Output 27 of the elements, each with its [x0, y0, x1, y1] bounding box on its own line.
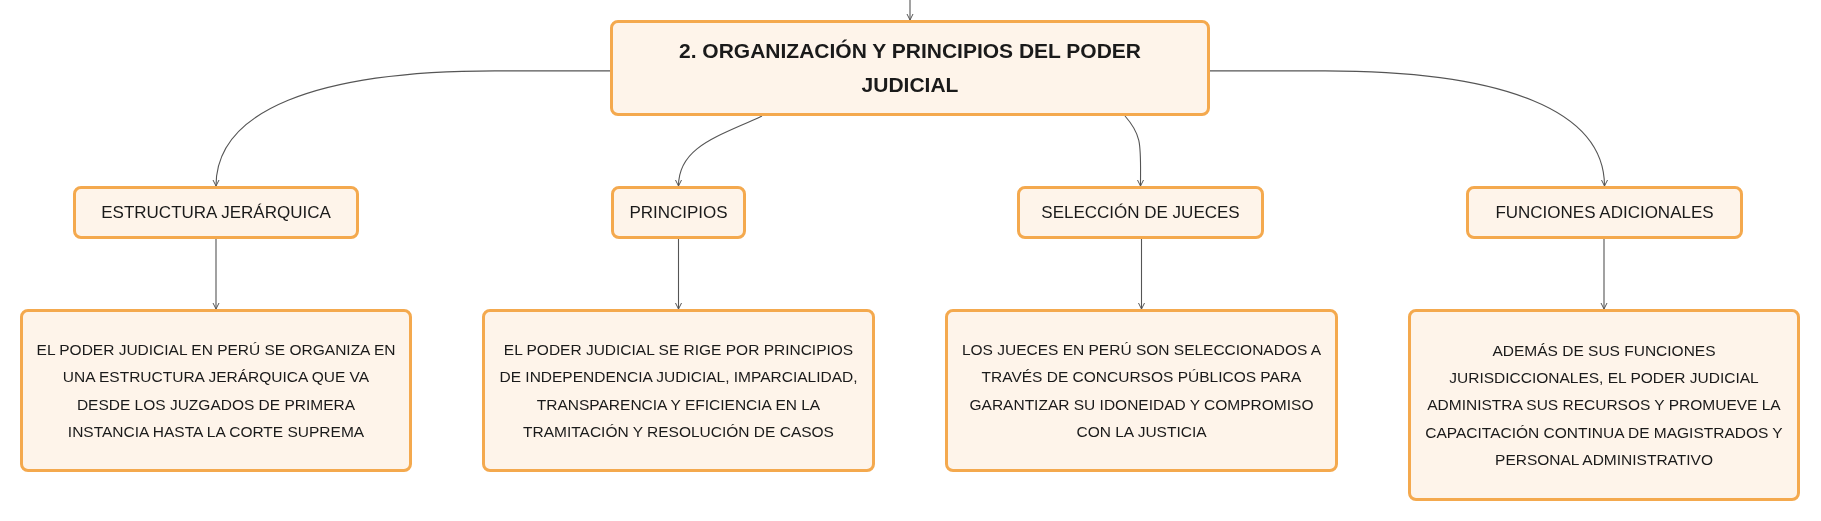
connector-arrow: [1124, 115, 1144, 187]
node-text: ADEMÁS DE SUS FUNCIONES JURISDICCIONALES, EL PODER JUDICIAL ADMINISTRA SUS RECURSOS Y PROMUEVE LA CAPACITACIÓN CONTINUA DE MAGISTRADOS Y PERSONAL ADMINISTRATIVO: [1424, 341, 1784, 470]
node-text: EL PODER JUDICIAL SE RIGE POR PRINCIPIOS DE INDEPENDENCIA JUDICIAL, IMPARCIALIDAD, TRANSPARENCIA Y EFICIENCIA EN LA TRAMITACIÓN Y RESOLUCIÓN DE CASOS: [498, 340, 859, 442]
connector-arrow: [1600, 238, 1608, 310]
node-text: SELECCIÓN DE JUECES: [1041, 201, 1240, 224]
topic-box: [73, 186, 359, 239]
connector-arrow: [675, 115, 763, 187]
description-box: [945, 309, 1338, 472]
node-text: EL PODER JUDICIAL EN PERÚ SE ORGANIZA EN UNA ESTRUCTURA JERÁRQUICA QUE VA DESDE LOS JUZGADOS DE PRIMERA INSTANCIA HASTA LA CORTE SUPREMA: [35, 340, 397, 442]
node-text: ESTRUCTURA JERÁRQUICA: [101, 201, 331, 224]
connector-arrow: [213, 70, 611, 187]
topic-box: [1466, 186, 1743, 239]
connector-arrow: [212, 238, 220, 310]
connector-arrow: [675, 238, 682, 310]
description-box: [1408, 309, 1800, 501]
topic-box: [1017, 186, 1264, 239]
connector-arrow: [906, 0, 914, 21]
topic-box: [611, 186, 746, 239]
description-box: [482, 309, 875, 472]
connector-arrow: [1138, 238, 1145, 310]
node-text: LOS JUECES EN PERÚ SON SELECCIONADOS A TRAVÉS DE CONCURSOS PÚBLICOS PARA GARANTIZAR SU IDONEIDAD Y COMPROMISO CON LA JUSTICIA: [960, 340, 1323, 442]
description-box: [20, 309, 412, 472]
central-topic-box: [610, 20, 1210, 116]
node-text: FUNCIONES ADICIONALES: [1495, 201, 1714, 224]
node-text: PRINCIPIOS: [629, 201, 728, 224]
node-text: 2. ORGANIZACIÓN Y PRINCIPIOS DEL PODER JUDICIAL: [677, 38, 1143, 98]
connector-arrow: [1209, 70, 1608, 187]
